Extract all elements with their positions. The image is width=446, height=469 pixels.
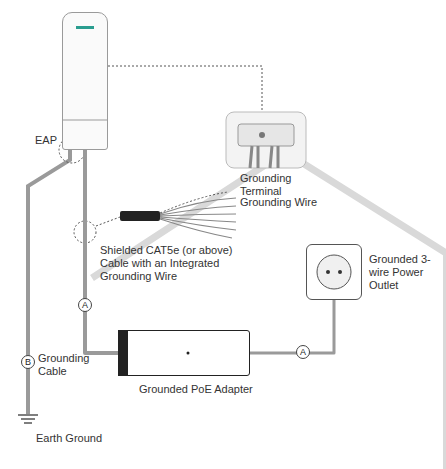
callout-letter: A xyxy=(296,345,310,359)
grounding-wire xyxy=(160,192,228,213)
cable-connector xyxy=(250,300,334,353)
house-wall xyxy=(443,253,446,469)
part-label: Earth Ground xyxy=(36,432,126,445)
node-label: EAP xyxy=(17,134,57,147)
part-label: Grounding Terminal xyxy=(240,172,320,198)
power-outlet: Grounded 3-wire Power Outlet xyxy=(306,244,362,300)
grounding-screw xyxy=(259,132,265,138)
zoom-inset xyxy=(226,112,306,168)
node-label: Grounded PoE Adapter xyxy=(139,383,269,396)
access-point: EAP xyxy=(62,12,108,150)
callout-letter: A xyxy=(78,298,92,312)
part-label: Grounding Wire xyxy=(240,196,330,209)
callout-letter: B xyxy=(21,355,35,369)
earth-symbol xyxy=(18,414,38,416)
terminal-block xyxy=(238,124,294,146)
zoom-leader xyxy=(100,66,262,112)
cable-jacket xyxy=(120,211,160,221)
detail-leader xyxy=(96,217,120,226)
earth-symbol xyxy=(21,418,35,420)
cable-wires xyxy=(160,198,236,238)
earth-symbol xyxy=(24,422,32,424)
poe-adapter: Grounded PoE Adapter xyxy=(118,330,250,376)
part-label: Shielded CAT5e (or above) Cable with an … xyxy=(100,244,240,284)
node-label: Grounded 3-wire Power Outlet xyxy=(369,253,445,293)
terminal-cables xyxy=(250,146,278,168)
part-label: Grounding Cable xyxy=(38,352,98,378)
